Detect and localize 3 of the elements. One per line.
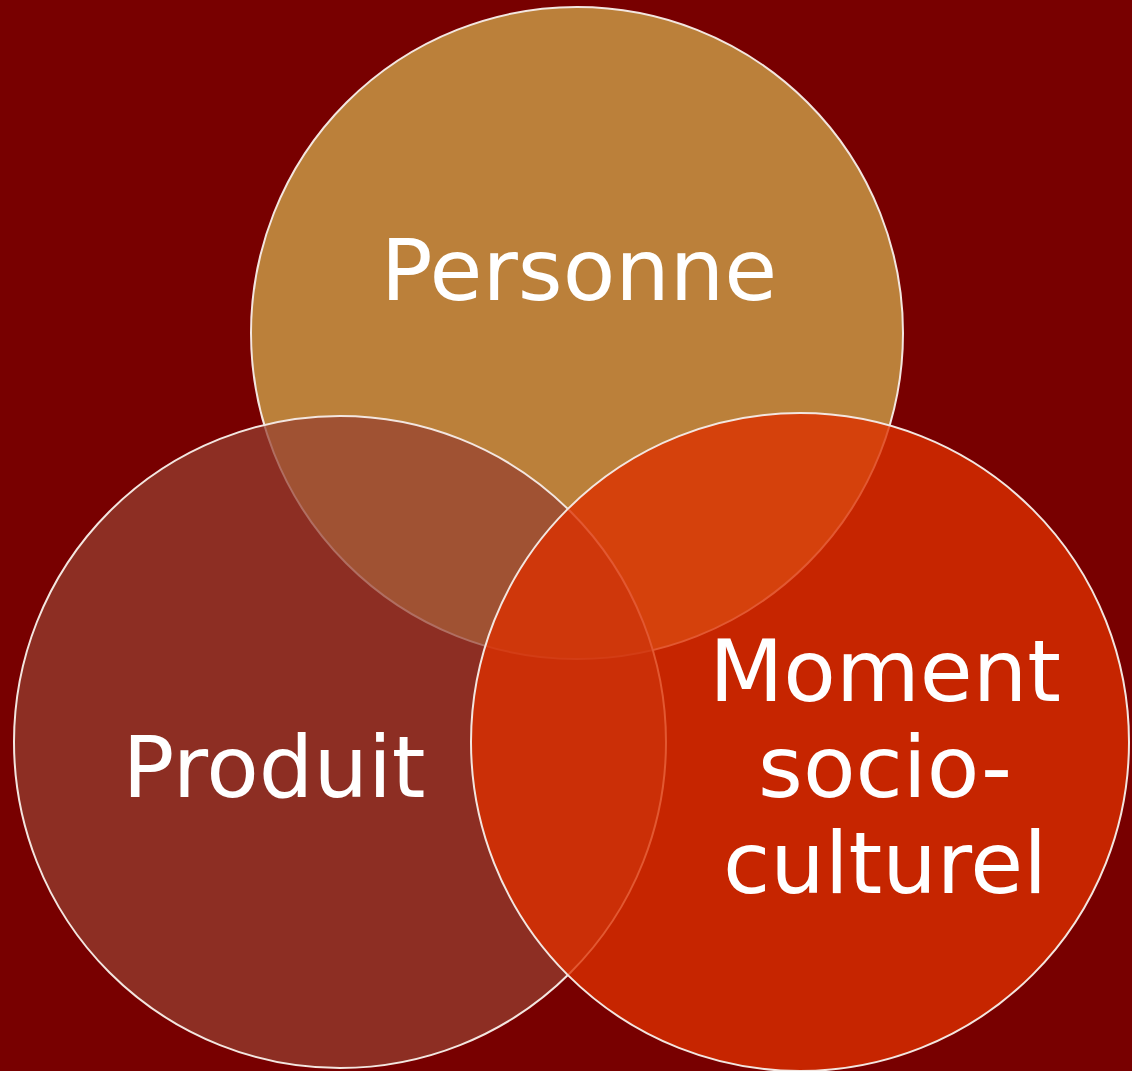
circle-label: Personne (379, 222, 779, 318)
circle-label: Produit (121, 719, 427, 815)
circle-label: Moment socio-culturel (708, 623, 1062, 911)
